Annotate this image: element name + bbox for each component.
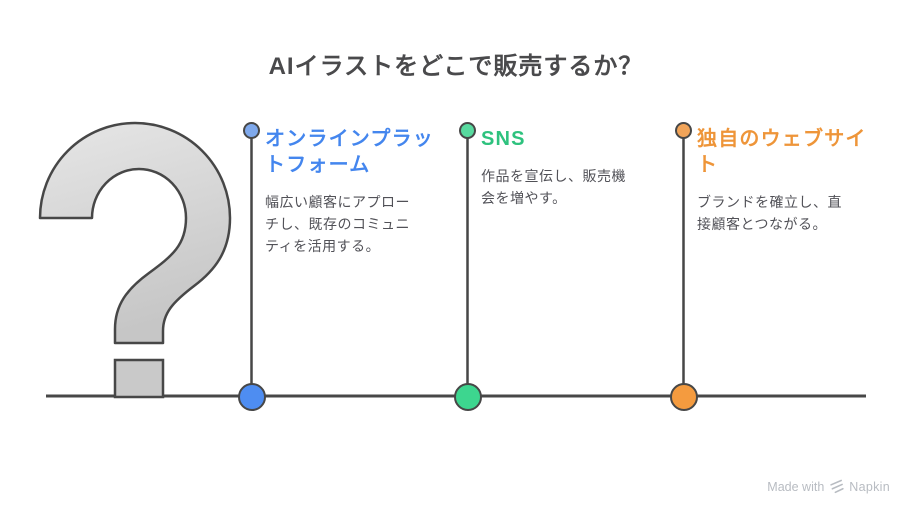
marker-base-website (669, 383, 698, 411)
page-title: AIイラストをどこで販売するか？ (268, 53, 644, 80)
marker-top-sns (459, 122, 476, 139)
watermark-prefix: Made with (767, 479, 825, 494)
watermark-brand[interactable]: Napkin (849, 479, 890, 494)
column-heading: オンラインプラットフォーム (265, 128, 434, 176)
question-mark-body (38, 121, 232, 345)
column-sns: SNS 作品を宣伝し、販売機会を増やす。 (481, 126, 657, 209)
column-heading: 独自のウェブサイト (697, 128, 867, 176)
column-online-platform: オンラインプラットフォーム 幅広い顧客にアプローチし、既存のコミュニティを活用す… (265, 126, 441, 257)
column-website: 独自のウェブサイト ブランドを確立し、直接顧客とつながる。 (697, 126, 873, 235)
question-mark-dot (113, 358, 165, 399)
marker-base-sns (453, 383, 482, 411)
napkin-logo-icon (830, 479, 844, 494)
marker-base-online-platform (237, 383, 266, 411)
column-heading: SNS (481, 128, 526, 150)
marker-top-online-platform (243, 122, 260, 139)
watermark: Made with Napkin (767, 479, 890, 494)
marker-top-website (675, 122, 692, 139)
column-description: ブランドを確立し、直接顧客とつながる。 (697, 194, 842, 232)
column-description: 幅広い顧客にアプローチし、既存のコミュニティを活用する。 (265, 194, 410, 254)
column-description: 作品を宣伝し、販売機会を増やす。 (481, 168, 626, 206)
